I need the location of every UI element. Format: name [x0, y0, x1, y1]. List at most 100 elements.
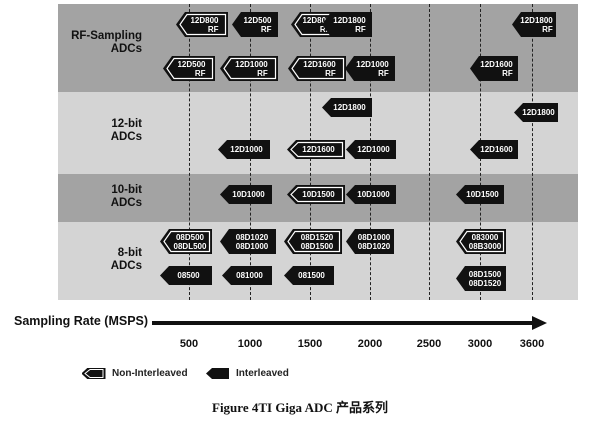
- figure-caption: Figure 4TI Giga ADC 产品系列: [212, 400, 388, 415]
- chip-shape-icon: [163, 56, 215, 81]
- chip-label: 083000 08B3000: [468, 232, 502, 251]
- legend-interleaved: Interleaved: [206, 368, 289, 379]
- chip-12d1600: 12D1600: [470, 140, 518, 159]
- chip-shape-icon: [218, 140, 270, 159]
- chip-10d1000: 10D1000: [346, 185, 396, 204]
- chip-shape-icon: [160, 266, 212, 285]
- chip-shape-icon: [222, 266, 272, 285]
- chip-shape-icon: [288, 56, 346, 81]
- chip-shape-icon: [345, 56, 395, 81]
- chip-shape-icon: [512, 12, 556, 37]
- chip-shape-icon: [346, 140, 396, 159]
- chip-12d800: 12D800 RF: [176, 12, 228, 37]
- chip-08500: 08500: [160, 266, 212, 285]
- chip-label: 081000: [236, 271, 263, 280]
- chip-label: 12D1800: [333, 103, 366, 112]
- chip-label: 12D1000: [230, 145, 263, 154]
- rate-line-3600: [532, 4, 533, 300]
- row-label-8-bit: 8-bit ADCs: [110, 247, 142, 272]
- chip-12d1000: 12D1000: [218, 140, 270, 159]
- legend-label-interleaved: Interleaved: [236, 368, 289, 379]
- chip-label: 12D1000: [357, 145, 390, 154]
- axis-tick-3600: 3600: [519, 338, 545, 350]
- chip-shape-icon: [287, 140, 345, 159]
- chip-12d1000: 12D1000 RF: [220, 56, 278, 81]
- chip-label: 12D1600: [480, 145, 513, 154]
- chip-label: 08D1000 08D1020: [357, 232, 391, 251]
- chip-label: 12D1000 RF: [356, 59, 389, 78]
- chip-shape-icon: [176, 12, 228, 37]
- chip-12d1000: 12D1000 RF: [345, 56, 395, 81]
- chip-shape-icon: [456, 229, 506, 254]
- chip-label: 08D1020 08D1000: [235, 232, 269, 251]
- chip-label: 10D1000: [232, 190, 265, 199]
- chip-083000: 083000 08B3000: [456, 229, 506, 254]
- chip-shape-icon: [514, 103, 558, 122]
- axis-title: Sampling Rate (MSPS): [14, 314, 149, 328]
- axis-tick-2500: 2500: [416, 338, 442, 350]
- axis-tick-1000: 1000: [237, 338, 263, 350]
- row-label-12-bit: 12-bit ADCs: [110, 118, 142, 143]
- chip-08d500: 08D500 08DL500: [160, 229, 212, 254]
- chip-shape-icon: [291, 12, 337, 37]
- chip-08d1520: 08D1520 08D1500: [284, 229, 342, 254]
- chip-12d800: 12D800 RF: [291, 12, 337, 37]
- chip-label: 12D1000 RF: [235, 59, 268, 78]
- chip-shape-icon: [287, 185, 345, 204]
- chip-label: 08D1500 08D1520: [468, 269, 502, 288]
- chip-shape-icon: [220, 185, 272, 204]
- chip-shape-icon: [456, 266, 506, 291]
- chip-12d1800: 12D1800 RF: [512, 12, 556, 37]
- chip-shape-icon: [232, 12, 278, 37]
- chip-12d1600: 12D1600 RF: [288, 56, 346, 81]
- chip-shape-icon: [284, 266, 334, 285]
- chip-08d1500: 08D1500 08D1520: [456, 266, 506, 291]
- chip-081000: 081000: [222, 266, 272, 285]
- legend-non-interleaved: Non-Interleaved: [82, 368, 188, 379]
- chip-10d1500: 10D1500: [287, 185, 345, 204]
- non-interleaved-swatch-icon: [82, 368, 106, 379]
- chip-12d1600: 12D1600 RF: [470, 56, 518, 81]
- chip-label: 08D500 08DL500: [173, 232, 207, 251]
- axis-tick-1500: 1500: [297, 338, 323, 350]
- interleaved-swatch-icon: [206, 368, 229, 379]
- chip-label: 12D1600 RF: [480, 59, 513, 78]
- rate-line-2500: [429, 4, 430, 300]
- chip-label: 08500: [177, 271, 200, 280]
- chip-label: 12D500 RF: [177, 59, 206, 78]
- axis-tick-2000: 2000: [357, 338, 383, 350]
- chip-label: 12D1800 RF: [520, 15, 553, 34]
- axis-tick-500: 500: [179, 338, 199, 350]
- chip-shape-icon: [456, 185, 504, 204]
- chip-12d1600: 12D1600: [287, 140, 345, 159]
- chip-12d1000: 12D1000: [346, 140, 396, 159]
- chip-label: 081500: [298, 271, 325, 280]
- chip-12d1800: 12D1800: [322, 98, 372, 117]
- chip-shape-icon: [346, 229, 394, 254]
- chip-12d1800: 12D1800: [514, 103, 558, 122]
- chip-label: 08D1520 08D1500: [300, 232, 334, 251]
- chip-label: 10D1000: [357, 190, 390, 199]
- chip-label: 12D1800 RF: [333, 15, 366, 34]
- axis-tick-3000: 3000: [467, 338, 493, 350]
- chip-08d1020: 08D1020 08D1000: [220, 229, 276, 254]
- chip-12d1800: 12D1800 RF: [322, 12, 372, 37]
- chip-label: 12D800 RF: [302, 15, 331, 34]
- chip-shape-icon: [220, 229, 276, 254]
- chip-12d500: 12D500 RF: [163, 56, 215, 81]
- chip-shape-icon: [322, 12, 372, 37]
- chip-shape-icon: [346, 185, 396, 204]
- chip-label: 12D1600: [302, 145, 335, 154]
- chip-shape-icon: [470, 140, 518, 159]
- axis-arrow: [152, 316, 547, 330]
- chip-shape-icon: [160, 229, 212, 254]
- chip-shape-icon: [220, 56, 278, 81]
- chip-081500: 081500: [284, 266, 334, 285]
- chip-label: 12D1800: [522, 108, 555, 117]
- row-label-10-bit: 10-bit ADCs: [110, 184, 142, 209]
- chip-10d1000: 10D1000: [220, 185, 272, 204]
- chip-10d1500: 10D1500: [456, 185, 504, 204]
- chip-12d500: 12D500 RF: [232, 12, 278, 37]
- rate-line-500: [189, 4, 190, 300]
- chip-shape-icon: [322, 98, 372, 117]
